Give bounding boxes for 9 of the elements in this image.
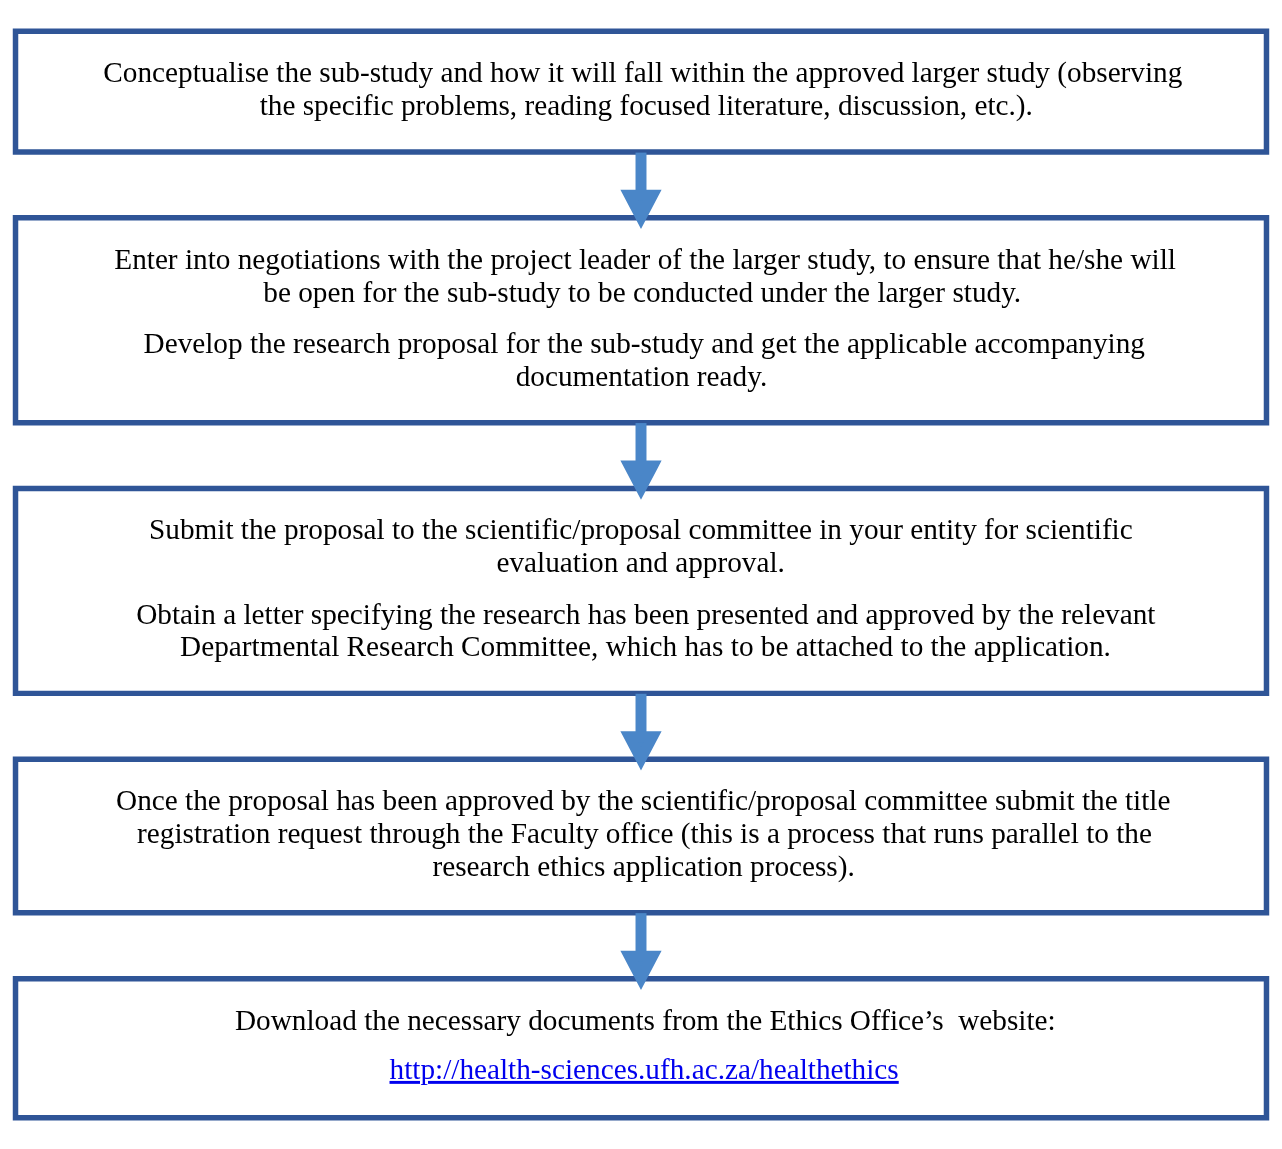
arrow: [620, 913, 662, 990]
node-box: Once the proposal has been approved by the scientific/proposal committee submit the title registration request through the Faculty office (this is a process that runs parallel to the research ethics application process).: [12, 756, 1270, 916]
arrow: [620, 693, 662, 771]
arrow: [620, 423, 662, 500]
node-box: Download the necessary documents from the Ethics Office’s website: http://health-sciences.ufh.ac.za/healthethics: [12, 975, 1270, 1121]
arrow: [620, 152, 662, 229]
node-box: Conceptualise the sub-study and how it will fall within the approved larger study (observing the specific problems, reading focused literature, discussion, etc.).: [12, 28, 1270, 155]
node-box: Enter into negotiations with the project leader of the larger study, to ensure that he/she will be open for the sub-study to be conducted under the larger study. Develop the research proposal for the sub-study and get the applicable accompanying documentation ready.: [12, 215, 1270, 426]
node-box: Submit the proposal to the scientific/proposal committee in your entity for scientific evaluation and approval. Obtain a letter specifying the research has been presented and approved by the relevant Departmental Research Committee, which has to be attached to the application.: [12, 485, 1270, 697]
